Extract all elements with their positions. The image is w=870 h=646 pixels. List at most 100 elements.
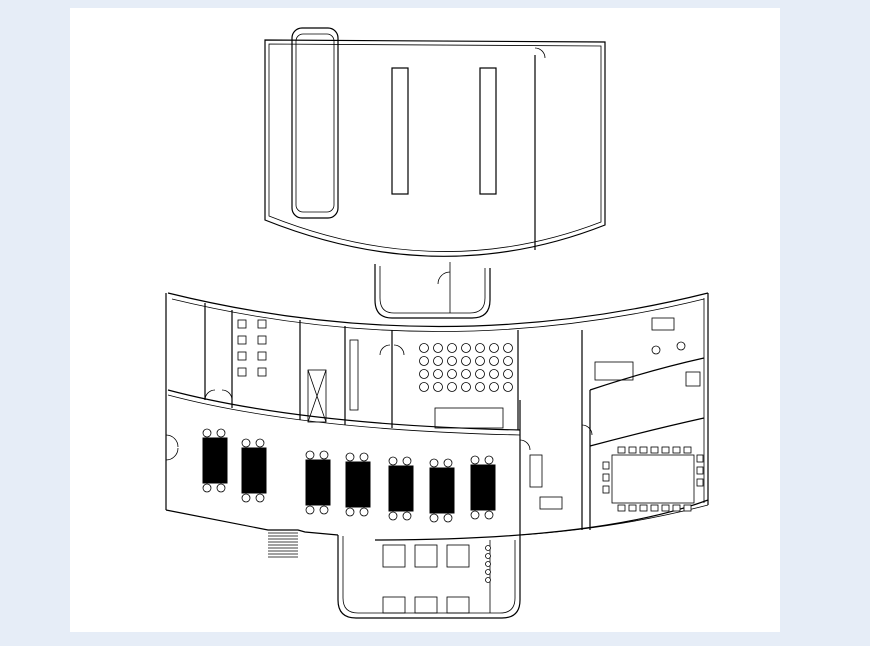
stool — [485, 561, 491, 567]
chair — [639, 446, 648, 454]
classroom-table — [202, 437, 228, 484]
chair — [305, 505, 315, 515]
toilet — [257, 351, 267, 361]
chair — [402, 456, 412, 466]
canteen-table — [414, 544, 438, 568]
garage-inner-wall — [268, 43, 602, 252]
auditorium-seat — [419, 343, 429, 353]
canteen-table — [446, 544, 470, 568]
chair — [470, 510, 480, 520]
auditorium-seat — [489, 369, 499, 379]
chair — [617, 504, 626, 512]
entrance-door — [165, 434, 179, 461]
furniture — [202, 317, 704, 614]
chair — [650, 504, 659, 512]
auditorium-seat — [461, 343, 471, 353]
chair — [602, 485, 610, 494]
auditorium-seat — [503, 382, 513, 392]
auditorium-seat — [447, 343, 457, 353]
toilet — [237, 367, 247, 377]
bus-roof — [295, 33, 335, 213]
chair — [676, 341, 686, 351]
chair — [255, 493, 265, 503]
auditorium-seat — [433, 356, 443, 366]
north-wall — [167, 292, 709, 328]
chair — [672, 446, 681, 454]
chair — [628, 446, 637, 454]
chair — [255, 438, 265, 448]
chair — [241, 438, 251, 448]
auditorium-seat — [489, 382, 499, 392]
auditorium-seat — [447, 356, 457, 366]
drawing-sheet — [70, 8, 780, 632]
chair — [683, 446, 692, 454]
chair — [359, 452, 369, 462]
stool — [485, 577, 491, 583]
south-wing — [337, 400, 521, 619]
chair — [216, 483, 226, 493]
chair — [388, 456, 398, 466]
bus-garage — [264, 27, 606, 319]
chair — [650, 446, 659, 454]
classroom-table — [345, 461, 371, 508]
toilet — [257, 319, 267, 329]
lift-shaft — [307, 369, 327, 423]
chair — [345, 452, 355, 462]
auditorium-seat — [475, 343, 485, 353]
office-desk — [685, 371, 701, 387]
chair — [443, 458, 453, 468]
auditorium-seat — [503, 343, 513, 353]
counter — [349, 339, 359, 411]
service-pit — [479, 67, 497, 195]
office-wall — [589, 417, 705, 447]
classroom-table — [388, 465, 414, 512]
chair — [696, 466, 704, 475]
chair — [602, 473, 610, 482]
toilet — [257, 367, 267, 377]
reception-desk — [529, 454, 543, 488]
auditorium-seat — [419, 382, 429, 392]
chair — [672, 504, 681, 512]
auditorium-seat — [461, 382, 471, 392]
chair — [628, 504, 637, 512]
chair — [402, 511, 412, 521]
classroom-table — [429, 467, 455, 514]
door-swing — [379, 344, 405, 356]
auditorium-seat — [419, 356, 429, 366]
office-desk — [651, 317, 675, 331]
chair — [305, 450, 315, 460]
canteen-table — [446, 596, 470, 614]
chair — [617, 446, 626, 454]
main-building — [165, 292, 709, 619]
chair — [345, 507, 355, 517]
bus-icon — [291, 27, 339, 219]
chair — [202, 428, 212, 438]
stool — [485, 545, 491, 551]
chair — [696, 478, 704, 487]
chair — [661, 446, 670, 454]
north-wall-inner — [171, 298, 705, 332]
chair — [443, 513, 453, 523]
classroom-table — [305, 459, 331, 506]
stool — [485, 553, 491, 559]
stage — [434, 407, 504, 429]
auditorium-seat — [475, 356, 485, 366]
chair — [661, 504, 670, 512]
chair — [484, 455, 494, 465]
chair — [602, 461, 610, 470]
chair — [639, 504, 648, 512]
conference-table — [611, 454, 695, 504]
auditorium-seat — [475, 382, 485, 392]
chair — [696, 454, 704, 463]
auditorium-seat — [461, 369, 471, 379]
auditorium-seat — [419, 369, 429, 379]
door-swing — [519, 424, 593, 451]
vestibule — [374, 264, 491, 319]
door-swing — [437, 271, 451, 285]
classroom-table — [241, 447, 267, 494]
auditorium-seat — [461, 356, 471, 366]
chair — [202, 483, 212, 493]
auditorium-seat — [475, 369, 485, 379]
toilet — [257, 335, 267, 345]
